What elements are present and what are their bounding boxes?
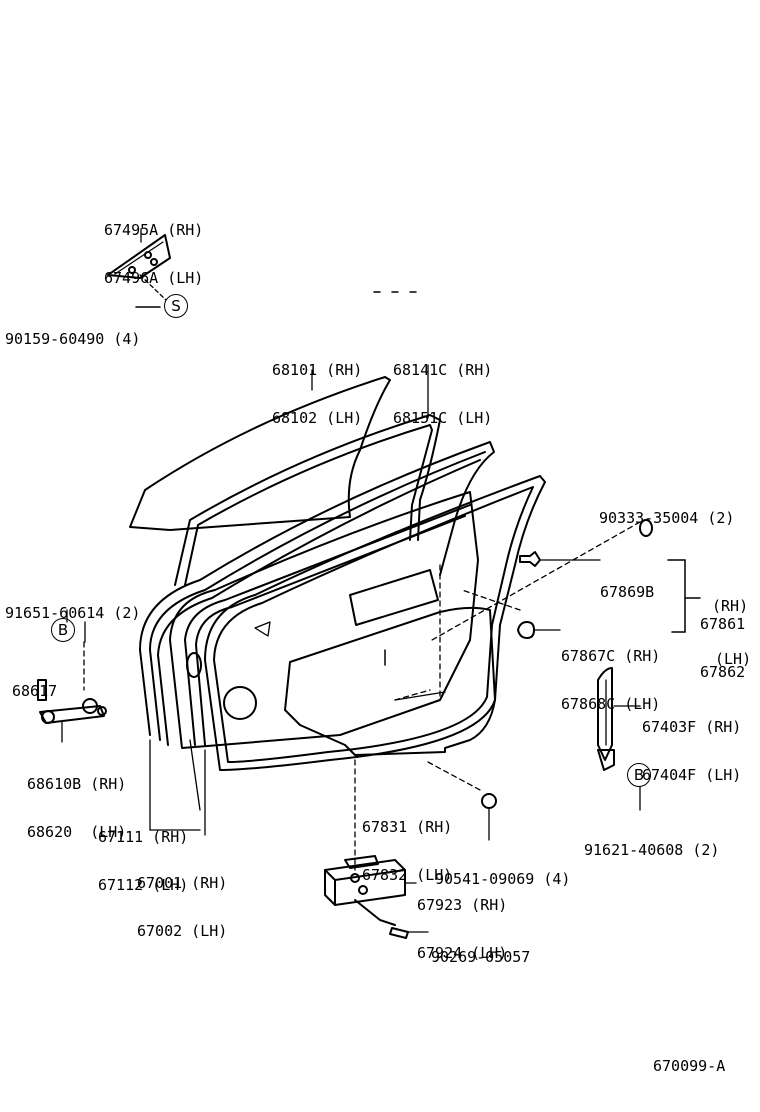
marker-b-left: B bbox=[51, 618, 75, 642]
callout-90159: 90159-60490 (4) bbox=[5, 299, 140, 379]
callout-rh-indicator: (RH) bbox=[712, 566, 748, 646]
plug-90333 bbox=[639, 519, 653, 537]
callout-68141c: 68141C (RH) 68151C (LH) bbox=[393, 330, 492, 458]
part-number-line: 68141C (RH) bbox=[393, 361, 493, 379]
callout-67001: 67001 (RH) 67002 (LH) bbox=[137, 843, 227, 971]
part-number-line: 90333-35004 (2) bbox=[599, 509, 735, 527]
part-number-line: 91621-40608 (2) bbox=[584, 841, 720, 859]
service-hole-cover bbox=[284, 606, 496, 756]
lock-actuator bbox=[324, 855, 417, 926]
part-number-line: 68101 (RH) bbox=[272, 361, 363, 379]
part-number-line: 68151C (LH) bbox=[393, 409, 493, 427]
part-number-line: 67404F (LH) bbox=[642, 766, 742, 784]
dashed-leaders bbox=[83, 521, 641, 871]
marker-b-right: B bbox=[627, 763, 651, 787]
callout-68617: 68617 bbox=[12, 651, 57, 731]
part-number-line: 67924 (LH) bbox=[417, 944, 508, 962]
part-number-line: 68620 (LH) bbox=[27, 823, 127, 841]
callout-90269: 90269-05057 bbox=[431, 917, 530, 997]
part-number-line: 90269-05057 bbox=[431, 948, 531, 966]
callout-67867c: 67867C (RH) 67868C (LH) bbox=[561, 616, 660, 744]
side-indicator: (LH) bbox=[715, 650, 752, 668]
door-glass bbox=[129, 369, 391, 531]
callout-91621: 91621-40608 (2) bbox=[584, 810, 719, 890]
side-indicator: (RH) bbox=[712, 597, 749, 615]
part-number-line: 67111 (RH) bbox=[98, 828, 189, 846]
callout-68610b: 68610B (RH) 68620 (LH) bbox=[27, 744, 126, 872]
part-number-line: 67923 (RH) bbox=[417, 896, 508, 914]
corner-cover-piece bbox=[107, 228, 171, 308]
part-number-line: 90159-60490 (4) bbox=[5, 330, 141, 348]
rear-lower-sash bbox=[597, 667, 641, 771]
part-number-line: 91651-60614 (2) bbox=[5, 604, 141, 622]
part-number-line: 67002 (LH) bbox=[137, 922, 228, 940]
part-number-line: 67403F (RH) bbox=[642, 718, 742, 736]
callout-67923: 67923 (RH) 67924 (LH) bbox=[417, 865, 507, 993]
part-number-line: 67496A (LH) bbox=[104, 269, 204, 287]
callout-91651: 91651-60614 (2) bbox=[5, 573, 140, 653]
part-number-line: 67867C (RH) bbox=[561, 647, 661, 665]
part-number-line: 67831 (RH) bbox=[362, 818, 453, 836]
callout-67111: 67111 (RH) 67112 (LH) bbox=[98, 797, 188, 925]
door-shell bbox=[169, 491, 479, 811]
part-number-line: 67495A (RH) bbox=[104, 221, 204, 239]
callout-90333: 90333-35004 (2) bbox=[599, 478, 734, 558]
part-number-line: 67862 bbox=[700, 663, 746, 681]
leader-lines bbox=[66, 609, 641, 836]
part-number-line: 68102 (LH) bbox=[272, 409, 363, 427]
door-weatherstrip bbox=[204, 475, 546, 771]
callout-lh-indicator: (LH) bbox=[715, 619, 751, 699]
marker-s: S bbox=[164, 294, 188, 318]
door-check bbox=[37, 679, 107, 743]
part-number-line: 67869B bbox=[600, 583, 655, 601]
callout-67869b: 67869B bbox=[600, 552, 654, 632]
callout-67861: 67861 67862 bbox=[700, 584, 745, 712]
clip-90541 bbox=[481, 793, 497, 841]
part-number-line: 67868C (LH) bbox=[561, 695, 661, 713]
part-number-line: 68610B (RH) bbox=[27, 775, 127, 793]
part-number-line: 68617 bbox=[12, 682, 58, 700]
callout-68101: 68101 (RH) 68102 (LH) bbox=[272, 330, 362, 458]
part-number-line: 90541-09069 (4) bbox=[435, 870, 571, 888]
callout-67831: 67831 (RH) 67832 (LH) bbox=[362, 787, 452, 915]
clip-67869b bbox=[519, 551, 601, 567]
callout-67403f: 67403F (RH) 67404F (LH) bbox=[642, 687, 741, 815]
bolt-90269 bbox=[389, 927, 429, 939]
label-bracket bbox=[667, 559, 701, 633]
part-number-line: 67001 (RH) bbox=[137, 874, 228, 892]
callout-90541: 90541-09069 (4) bbox=[435, 839, 570, 919]
clip-67867c bbox=[517, 621, 561, 639]
part-number-line: 67861 bbox=[700, 615, 746, 633]
part-number-line: 67832 (LH) bbox=[362, 866, 453, 884]
drawing-number: 670099-A bbox=[653, 1057, 726, 1075]
part-number-line: 67112 (LH) bbox=[98, 876, 189, 894]
callout-67495a: 67495A (RH) 67496A (LH) bbox=[104, 190, 203, 318]
